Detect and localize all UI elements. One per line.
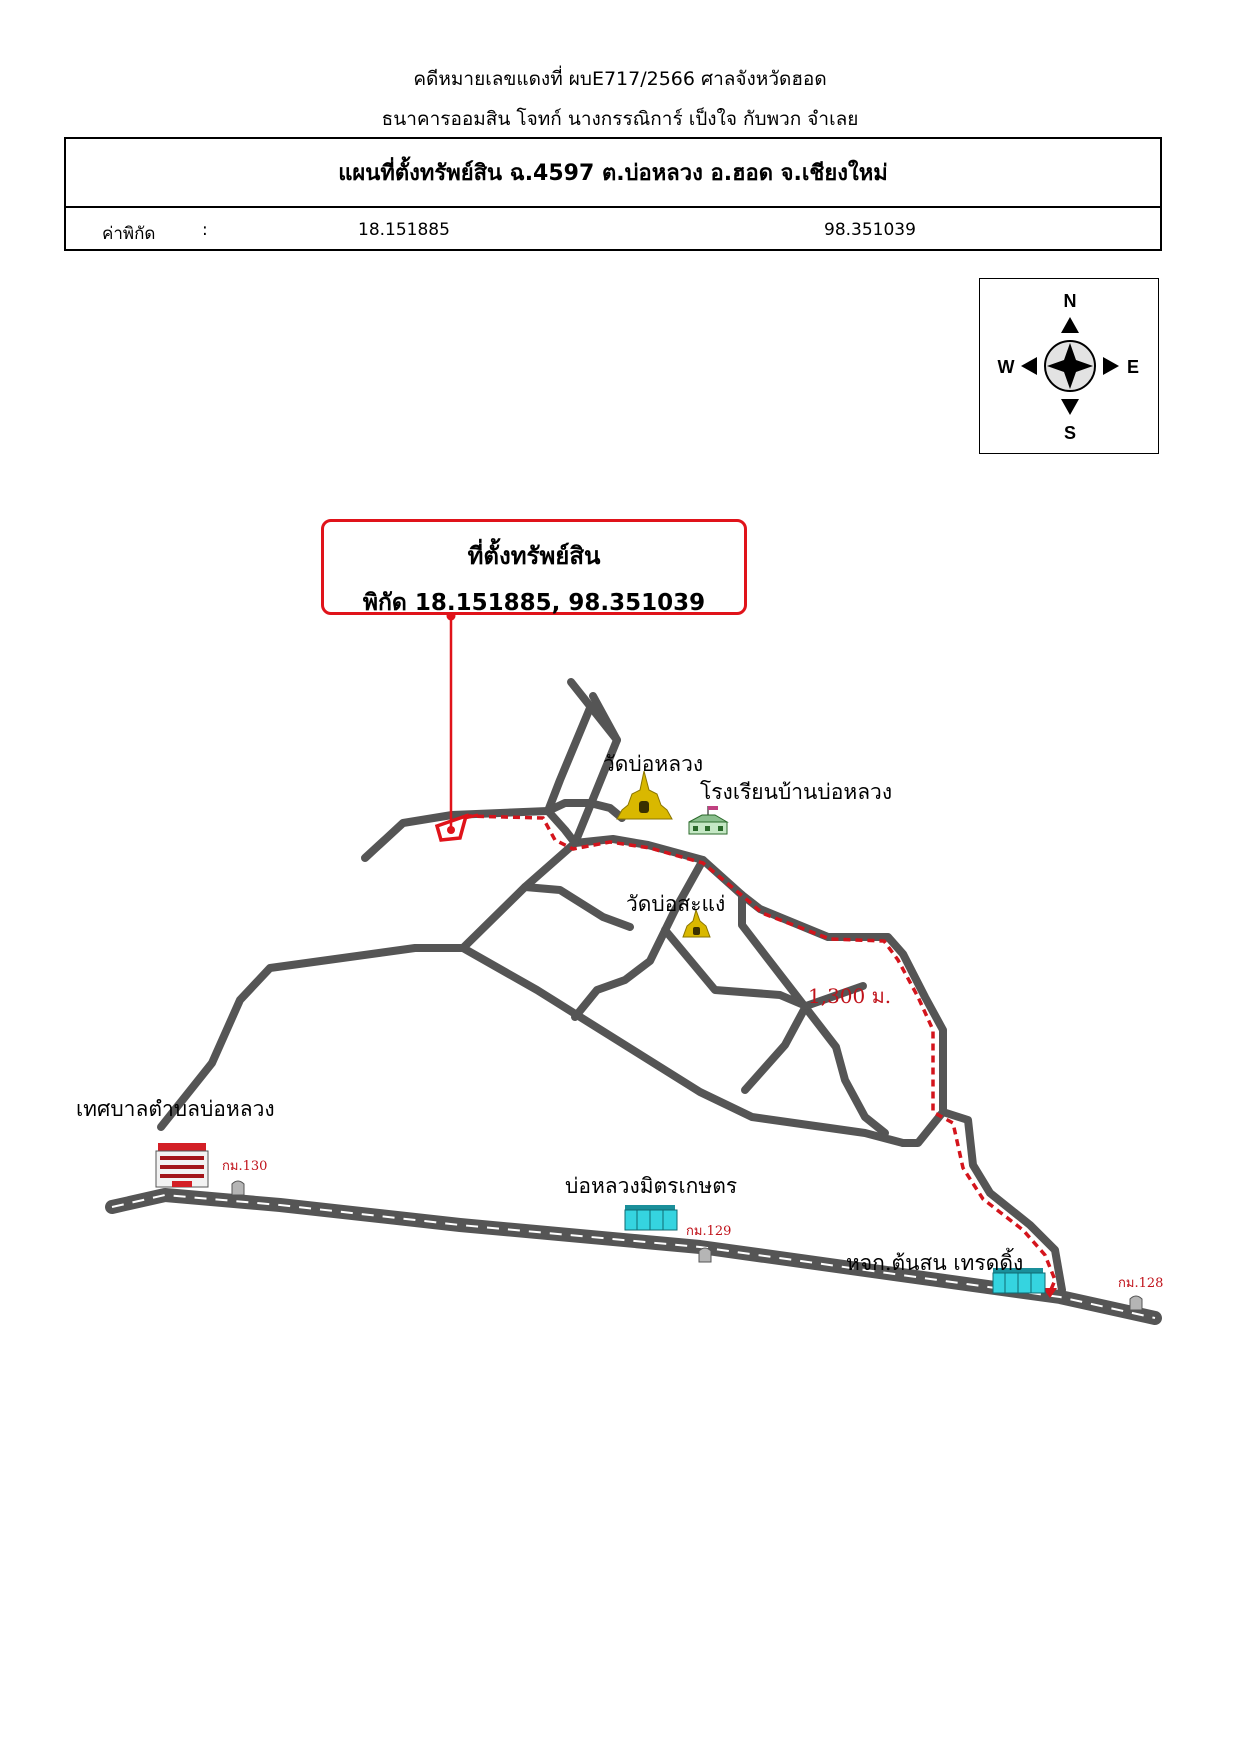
coordinate-row: ค่าพิกัด : 18.151885 98.351039 [66,208,1160,251]
property-callout: ที่ตั้งทรัพย์สิน พิกัด 18.151885, 98.351… [321,519,747,616]
compass-box: N S E W [979,278,1159,454]
callout-title: ที่ตั้งทรัพย์สิน [467,542,601,570]
latitude-value: 18.151885 [358,220,450,240]
compass-south: S [1064,423,1076,443]
municipality-building-icon [155,1143,209,1188]
coordinate-separator: : [202,220,208,240]
label-temple-bo-sa-ngae: วัดบ่อสะแง่ [626,892,726,916]
info-table: แผนที่ตั้งทรัพย์สิน ฉ.4597 ต.บ่อหลวง อ.ฮ… [64,137,1162,251]
km-130-label: กม.130 [222,1159,268,1174]
parties-line: ธนาคารออมสิน โจทก์ นางกรรณิการ์ เป็งใจ ก… [381,108,859,130]
km-129-label: กม.129 [686,1224,732,1239]
road-network [157,678,1066,1294]
route-distance-label: 1,300 ม. [808,984,892,1008]
temple-icon [616,770,673,820]
shop-icon [992,1268,1046,1294]
case-number-line: คดีหมายเลขแดงที่ ผบE717/2566 ศาลจังหวัดฮ… [413,68,827,90]
route-path [464,814,1057,1293]
longitude-value: 98.351039 [824,220,916,240]
compass-rose-icon: N S E W [998,291,1140,443]
label-school: โรงเรียนบ้านบ่อหลวง [700,780,893,804]
label-municipality: เทศบาลตำบลบ่อหลวง [76,1097,275,1121]
route-arrow-icon [1043,1288,1057,1298]
coordinate-label: ค่าพิกัด [102,224,156,244]
map-title: แผนที่ตั้งทรัพย์สิน ฉ.4597 ต.บ่อหลวง อ.ฮ… [66,139,1160,208]
compass-north: N [1064,291,1077,311]
label-temple-bo-luang: วัดบ่อหลวง [603,752,704,776]
km-128-label: กม.128 [1118,1276,1164,1291]
shop-icon [624,1205,678,1231]
label-shop-tonson: หจก.ต้นสน เทรดดิ้ง [846,1251,1024,1275]
compass-west: W [998,357,1015,377]
main-highway [105,1188,1162,1325]
label-shop-mitr-kaset: บ่อหลวงมิตรเกษตร [565,1174,738,1198]
callout-coordinates: พิกัด 18.151885, 98.351039 [362,590,706,616]
small-temple-icon [682,908,711,938]
school-icon [688,806,729,835]
km-post-icon [231,1180,1143,1311]
compass-east: E [1127,357,1139,377]
